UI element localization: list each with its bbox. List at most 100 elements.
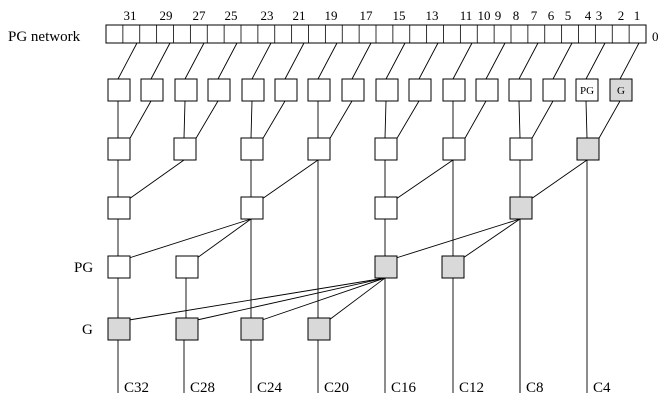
g-input-node-text: G bbox=[617, 85, 625, 97]
bit-label: 2 bbox=[618, 8, 625, 23]
g-level-node bbox=[175, 317, 199, 341]
carry-output-label: C24 bbox=[257, 380, 283, 396]
merge-wire bbox=[128, 100, 152, 141]
fanout-wire bbox=[261, 277, 386, 321]
carry-output-label: C12 bbox=[459, 380, 484, 396]
merge-wire bbox=[128, 218, 252, 259]
level1-node bbox=[508, 78, 532, 102]
carry-output-label: C8 bbox=[526, 380, 544, 396]
level1-node bbox=[241, 78, 265, 102]
bit-label: 19 bbox=[325, 8, 338, 23]
merge-wire bbox=[530, 100, 554, 141]
pg-input-node bbox=[575, 78, 599, 102]
bit-label: 10 bbox=[478, 8, 491, 23]
bit-label: 31 bbox=[124, 8, 137, 23]
input-wire bbox=[184, 42, 205, 80]
merge-wire bbox=[261, 159, 319, 200]
bit-label: 1 bbox=[634, 8, 641, 23]
bit-label: 17 bbox=[360, 8, 374, 23]
pg-level-node bbox=[374, 255, 398, 279]
merge-wire bbox=[530, 159, 588, 200]
input-wire bbox=[251, 42, 272, 80]
bit-label: 27 bbox=[193, 8, 207, 23]
pg-level-label: PG bbox=[74, 260, 93, 276]
output-labels: C32 C28 C24 C20 C16 C12 C8 C4 bbox=[124, 380, 611, 396]
level2-node bbox=[240, 137, 264, 161]
merge-wire bbox=[250, 100, 253, 139]
carry-output-label: C28 bbox=[190, 380, 215, 396]
bit-label: 6 bbox=[548, 8, 555, 23]
bit-label: 25 bbox=[225, 8, 238, 23]
fanout-wire bbox=[328, 277, 386, 321]
bit-label: 5 bbox=[565, 8, 572, 23]
carry-output-label: C32 bbox=[124, 380, 149, 396]
merge-wire bbox=[518, 100, 521, 139]
merge-wire bbox=[597, 100, 621, 141]
level3-node bbox=[509, 196, 533, 220]
bit-label: 13 bbox=[426, 8, 439, 23]
level2-node bbox=[442, 137, 466, 161]
input-wire bbox=[619, 42, 640, 80]
bit-label: 23 bbox=[261, 8, 274, 23]
merge-wire bbox=[384, 100, 387, 139]
carry-output-label: C4 bbox=[593, 380, 611, 396]
merge-wire bbox=[395, 218, 521, 259]
carry-output-label: C16 bbox=[391, 380, 417, 396]
merge-wire bbox=[395, 159, 454, 200]
input-wire bbox=[518, 42, 539, 80]
merge-wire bbox=[462, 218, 521, 259]
merge-wire bbox=[463, 100, 487, 141]
pg-level-node bbox=[107, 255, 131, 279]
merge-wire bbox=[194, 100, 219, 141]
g-level-node bbox=[240, 317, 264, 341]
level3-node bbox=[107, 196, 131, 220]
level2-node bbox=[307, 137, 331, 161]
merge-wire bbox=[261, 100, 286, 141]
carry-output-label: C20 bbox=[324, 380, 349, 396]
level1-node bbox=[307, 78, 331, 102]
level1-node bbox=[442, 78, 466, 102]
level2-node bbox=[107, 137, 131, 161]
wires bbox=[117, 42, 640, 393]
merge-wire bbox=[328, 100, 353, 141]
merge-wire bbox=[196, 218, 252, 259]
merge-wire bbox=[395, 100, 420, 141]
merge-wire bbox=[585, 100, 588, 139]
bit-label: 15 bbox=[393, 8, 406, 23]
pg-level-node bbox=[441, 255, 465, 279]
merge-wire bbox=[128, 159, 185, 200]
bit-label: 9 bbox=[495, 8, 502, 23]
level2-node bbox=[374, 137, 398, 161]
input-wire bbox=[385, 42, 406, 80]
bit-label: 8 bbox=[513, 8, 520, 23]
bit-label: 21 bbox=[293, 8, 306, 23]
bit-label: 7 bbox=[531, 8, 538, 23]
level1-node bbox=[542, 78, 566, 102]
level2-node bbox=[509, 137, 533, 161]
bit-label: 4 bbox=[585, 8, 592, 23]
level1-node bbox=[375, 78, 399, 102]
pg-level-node bbox=[175, 255, 199, 279]
input-wire bbox=[284, 42, 305, 80]
level1-node bbox=[107, 78, 131, 102]
level1-node bbox=[174, 78, 198, 102]
input-wire bbox=[485, 42, 506, 80]
input-wire bbox=[150, 42, 171, 80]
g-level-node bbox=[307, 317, 331, 341]
level1-node bbox=[475, 78, 499, 102]
level1-node bbox=[140, 78, 164, 102]
g-level-node bbox=[107, 317, 131, 341]
pg-network-label: PG network bbox=[8, 29, 81, 45]
input-wire bbox=[585, 42, 606, 80]
g-input-node bbox=[609, 78, 633, 102]
level1-node bbox=[408, 78, 432, 102]
fanout-wire bbox=[196, 277, 386, 321]
input-wire bbox=[552, 42, 573, 80]
zero-bit-label: 0 bbox=[652, 29, 659, 44]
level1-node bbox=[207, 78, 231, 102]
bit-label: 11 bbox=[460, 8, 473, 23]
input-wire bbox=[418, 42, 439, 80]
level1-node bbox=[341, 78, 365, 102]
